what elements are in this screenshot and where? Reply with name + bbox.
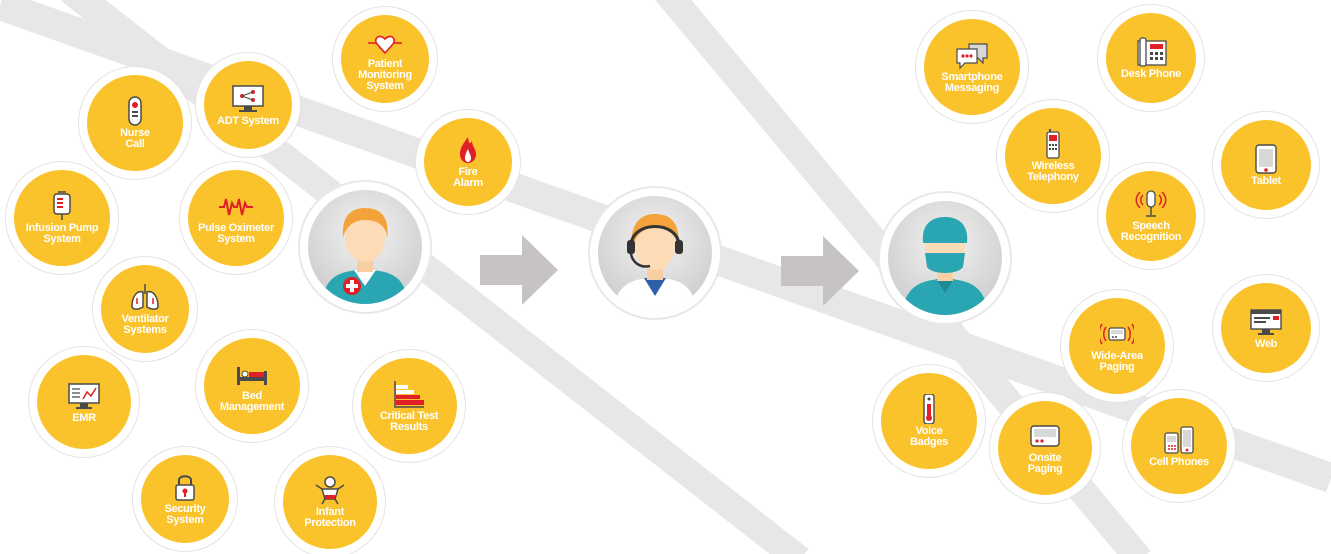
nurse-call-icon xyxy=(128,96,142,126)
pulse-oximeter-node: Pulse Oximeter System xyxy=(180,162,292,274)
heartbeat-icon xyxy=(368,35,402,54)
node-label: Infant Protection xyxy=(304,506,356,529)
node-label: Onsite Paging xyxy=(1027,452,1063,475)
bed-icon xyxy=(237,367,267,385)
desk-phone-icon xyxy=(1137,36,1167,67)
flow-arrow-icon xyxy=(480,235,558,305)
pulse-wave-icon xyxy=(219,198,253,216)
node-label: Speech Recognition xyxy=(1120,220,1182,243)
node-label: Wide-Area Paging xyxy=(1091,350,1143,373)
node-label: Fire Alarm xyxy=(453,166,483,189)
node-label: Nurse Call xyxy=(120,127,150,150)
smartphone-messaging-node: Smartphone Messaging xyxy=(916,11,1028,123)
node-label: Wireless Telephony xyxy=(1027,160,1079,183)
tablet-icon xyxy=(1255,143,1277,174)
surgeon-avatar-icon xyxy=(902,217,988,315)
badge-icon xyxy=(923,394,935,424)
node-label: ADT System xyxy=(217,114,279,127)
flow-arrow-icon xyxy=(781,236,859,306)
surgeon-hub xyxy=(880,193,1010,323)
broadcast-pager-icon xyxy=(1100,323,1134,345)
node-label: Patient Monitoring System xyxy=(358,57,412,92)
web-monitor-icon xyxy=(1250,308,1282,335)
node-label: Security System xyxy=(164,503,206,526)
node-label: Infusion Pump System xyxy=(25,222,99,245)
operator-hub xyxy=(590,188,720,318)
adt-system-icon xyxy=(232,84,264,112)
onsite-paging-node: Onsite Paging xyxy=(990,393,1100,503)
flame-icon xyxy=(460,137,476,163)
web-node: Web xyxy=(1213,275,1319,381)
node-label: EMR xyxy=(72,411,96,424)
lungs-icon xyxy=(131,284,159,310)
pager-icon xyxy=(1030,425,1060,447)
ventilator-node: Ventilator Systems xyxy=(93,257,197,361)
padlock-icon xyxy=(175,475,195,501)
tablet-node: Tablet xyxy=(1213,112,1319,218)
cell-phones-icon xyxy=(1164,425,1194,454)
node-label: Web xyxy=(1254,337,1278,350)
fire-alarm-node: Fire Alarm xyxy=(416,110,520,214)
speech-recognition-node: Speech Recognition xyxy=(1098,163,1204,269)
node-label: Ventilator Systems xyxy=(121,313,169,336)
node-label: Cell Phones xyxy=(1149,455,1209,468)
desk-phone-node: Desk Phone xyxy=(1098,5,1204,111)
node-label: Voice Badges xyxy=(910,425,948,448)
cordless-phone-icon xyxy=(1046,129,1060,159)
infusion-bag-icon xyxy=(53,191,71,220)
infusion-pump-node: Infusion Pump System xyxy=(6,162,118,274)
security-system-node: Security System xyxy=(133,447,237,551)
wireless-telephony-node: Wireless Telephony xyxy=(997,100,1109,212)
bars-icon xyxy=(394,381,424,408)
monitor-chart-icon xyxy=(68,382,100,409)
chat-bubbles-icon xyxy=(956,43,988,70)
node-label: Smartphone Messaging xyxy=(941,71,1003,94)
infant-protection-node: Infant Protection xyxy=(275,447,385,554)
node-label: Pulse Oximeter System xyxy=(198,222,274,245)
patient-monitoring-node: Patient Monitoring System xyxy=(333,7,437,111)
node-label: Bed Management xyxy=(219,390,285,413)
bed-management-node: Bed Management xyxy=(196,330,308,442)
voice-badges-node: Voice Badges xyxy=(873,365,985,477)
adt-system-node: ADT System xyxy=(196,53,300,157)
infant-icon xyxy=(315,476,345,505)
critical-test-node: Critical Test Results xyxy=(353,350,465,462)
nurse-avatar-icon xyxy=(322,208,408,304)
nurse-hub xyxy=(300,182,430,312)
emr-node: EMR xyxy=(29,347,139,457)
node-label: Critical Test Results xyxy=(379,410,439,433)
cell-phones-node: Cell Phones xyxy=(1123,390,1235,502)
wide-area-paging-node: Wide-Area Paging xyxy=(1061,290,1173,402)
node-label: Desk Phone xyxy=(1121,67,1181,80)
node-label: Tablet xyxy=(1251,174,1281,187)
microphone-icon xyxy=(1135,190,1167,217)
operator-headset-avatar-icon xyxy=(614,214,696,310)
nurse-call-node: Nurse Call xyxy=(79,67,191,179)
